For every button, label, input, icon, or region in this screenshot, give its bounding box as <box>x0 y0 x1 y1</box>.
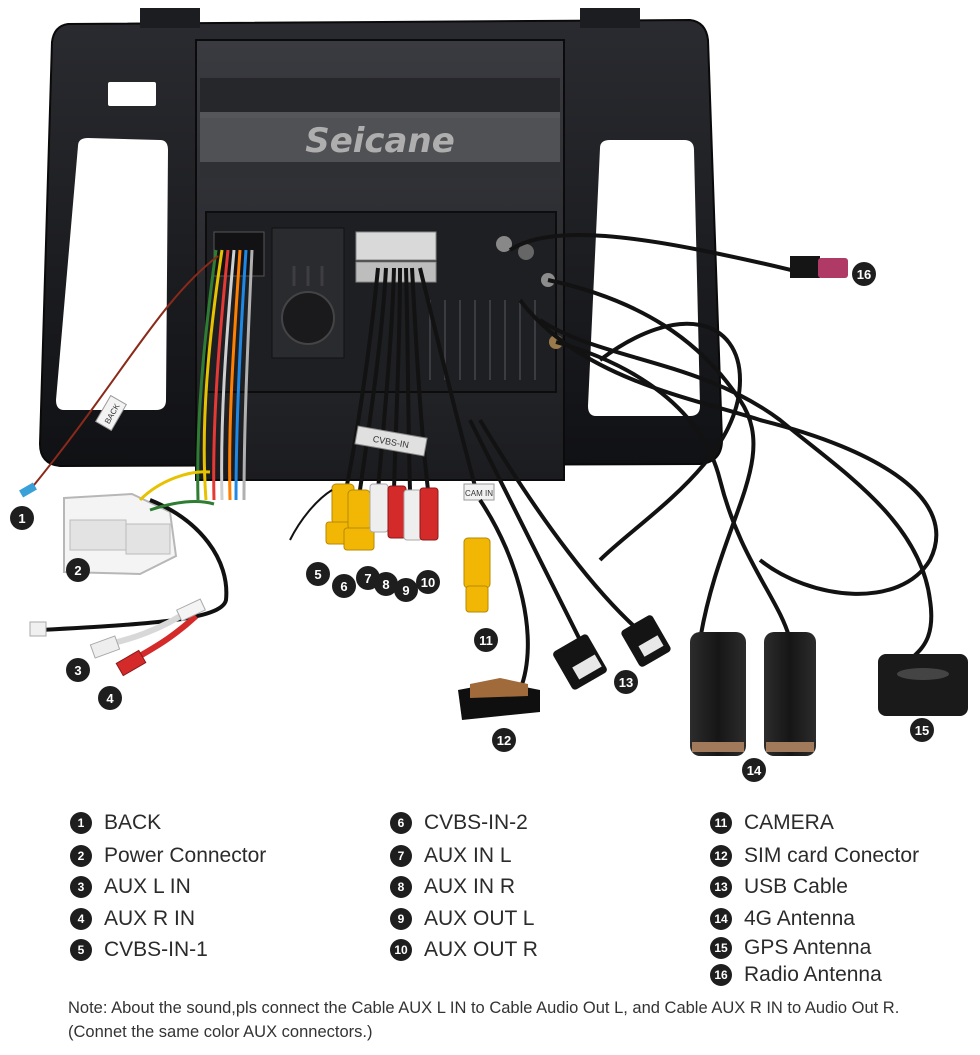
brand-watermark: Seicane <box>305 121 455 161</box>
legend-item-4g-antenna: 14 4G Antenna <box>710 906 855 932</box>
legend-label: USB Cable <box>744 875 848 898</box>
back-wire-tag: BACK <box>19 394 127 498</box>
callout-6: 6 <box>332 574 356 598</box>
legend-item-cvbs-in-1: 5 CVBS-IN-1 <box>70 937 208 963</box>
legend-num: 15 <box>710 937 732 959</box>
callout-5: 5 <box>306 562 330 586</box>
legend-item-aux-out-l: 9 AUX OUT L <box>390 906 534 932</box>
legend-label: AUX IN L <box>424 844 512 867</box>
legend-label: SIM card Conector <box>744 844 920 867</box>
legend-item-aux-l-in: 3 AUX L IN <box>70 874 191 900</box>
wiring-diagram: Seicane <box>10 8 968 782</box>
legend-item-camera: 11 CAMERA <box>710 810 834 836</box>
legend-item-aux-r-in: 4 AUX R IN <box>70 906 195 932</box>
legend-item-aux-in-r: 8 AUX IN R <box>390 874 515 900</box>
legend-label: AUX R IN <box>104 907 196 930</box>
power-connector <box>29 470 229 637</box>
legend: 1 BACK 2 Power Connector 3 AUX L IN 4 AU… <box>0 806 980 991</box>
legend-label: CVBS-IN-2 <box>424 811 528 834</box>
callout-14: 14 <box>742 758 766 782</box>
legend-label: AUX IN R <box>424 875 516 898</box>
legend-item-usb-cable: 13 USB Cable <box>710 874 848 900</box>
legend-num: 13 <box>710 876 732 898</box>
callout-4: 4 <box>98 686 122 710</box>
radio-antenna-connector <box>790 256 848 278</box>
legend-item-sim-card-connector: 12 SIM card Conector <box>710 843 919 869</box>
legend-item-gps-antenna: 15 GPS Antenna <box>710 935 871 961</box>
rca-plugs <box>325 483 491 613</box>
aux-in-plugs <box>89 598 206 677</box>
legend-num: 1 <box>70 812 92 834</box>
legend-num: 2 <box>70 845 92 867</box>
callout-12: 12 <box>492 728 516 752</box>
antenna-and-usb-cables <box>468 233 939 712</box>
callout-11: 11 <box>474 628 498 652</box>
frame-right-opening <box>588 140 700 416</box>
legend-label: Power Connector <box>104 844 267 867</box>
legend-num: 14 <box>710 908 732 930</box>
rca-tag-group: CVBS-IN CAM IN <box>354 425 495 501</box>
legend-num: 11 <box>710 812 732 834</box>
callout-3: 3 <box>66 658 90 682</box>
legend-num: 16 <box>710 964 732 986</box>
callout-10: 10 <box>416 570 440 594</box>
legend-item-aux-in-l: 7 AUX IN L <box>390 843 512 869</box>
legend-label: CAMERA <box>744 811 834 834</box>
legend-num: 12 <box>710 845 732 867</box>
legend-num: 5 <box>70 939 92 961</box>
legend-label: AUX L IN <box>104 875 191 898</box>
callout-15: 15 <box>910 718 934 742</box>
wiring-illustration: Seicane <box>19 8 968 756</box>
legend-num: 9 <box>390 908 412 930</box>
legend-num: 4 <box>70 908 92 930</box>
rca-cables <box>344 267 478 491</box>
legend-label: Radio Antenna <box>744 963 882 986</box>
chassis: Seicane <box>195 39 565 481</box>
power-harness-wires <box>29 249 254 501</box>
callout-16: 16 <box>852 262 876 286</box>
legend-item-cvbs-in-2: 6 CVBS-IN-2 <box>390 810 528 836</box>
sim-connector <box>458 678 540 720</box>
legend-label: 4G Antenna <box>744 907 855 930</box>
gps-antenna <box>878 654 968 716</box>
legend-label: GPS Antenna <box>744 936 872 959</box>
callout-9: 9 <box>394 578 418 602</box>
legend-label: AUX OUT R <box>424 938 538 961</box>
legend-label: AUX OUT L <box>424 907 535 930</box>
note-text: Note: About the sound,pls connect the Ca… <box>68 999 900 1041</box>
4g-antennas <box>690 632 816 756</box>
legend-num: 8 <box>390 876 412 898</box>
legend-num: 3 <box>70 876 92 898</box>
legend-label: BACK <box>104 811 162 834</box>
legend-item-power-connector: 2 Power Connector <box>70 843 266 869</box>
callout-13: 13 <box>614 670 638 694</box>
callout-1: 1 <box>10 506 34 530</box>
usb-plugs <box>553 615 671 690</box>
legend-item-aux-out-r: 10 AUX OUT R <box>390 937 538 963</box>
legend-item-radio-antenna: 16 Radio Antenna <box>710 962 882 988</box>
legend-label: CVBS-IN-1 <box>104 938 208 961</box>
legend-item-back: 1 BACK <box>70 810 161 836</box>
legend-num: 7 <box>390 845 412 867</box>
legend-num: 10 <box>390 939 412 961</box>
legend-num: 6 <box>390 812 412 834</box>
callout-2: 2 <box>66 558 90 582</box>
cam-tag-label: CAM IN <box>465 489 493 498</box>
